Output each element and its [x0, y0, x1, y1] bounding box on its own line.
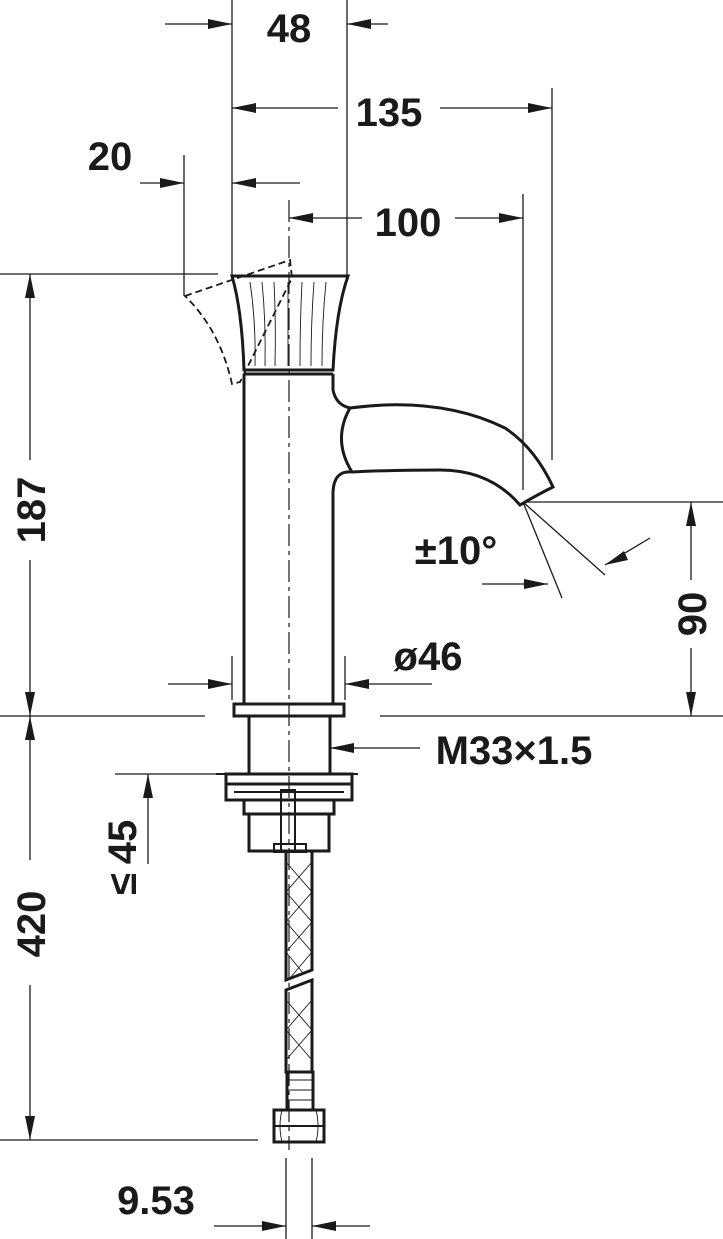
dim-diameter-46: ø46: [394, 635, 463, 679]
dim-100: 100: [375, 201, 442, 245]
hose-lower: [284, 977, 314, 1074]
handle-tilted-outline: [183, 258, 293, 386]
handle-grooves: [249, 281, 327, 367]
hose-upper: [284, 852, 314, 983]
faucet-body: [183, 258, 555, 1144]
spout: [349, 403, 555, 507]
dim-187: 187: [10, 477, 54, 544]
dim-48: 48: [267, 7, 312, 51]
dim-thread: M33×1.5: [436, 729, 593, 773]
dim-20: 20: [88, 135, 133, 179]
dim-9-53: 9.53: [117, 1179, 195, 1223]
dim-90: 90: [671, 592, 715, 637]
dim-45: 45: [101, 820, 145, 865]
dim-420: 420: [10, 891, 54, 958]
dim-45-symbol: ≤: [101, 873, 145, 895]
dim-135: 135: [356, 91, 423, 135]
dim-angle: ±10°: [415, 529, 497, 573]
